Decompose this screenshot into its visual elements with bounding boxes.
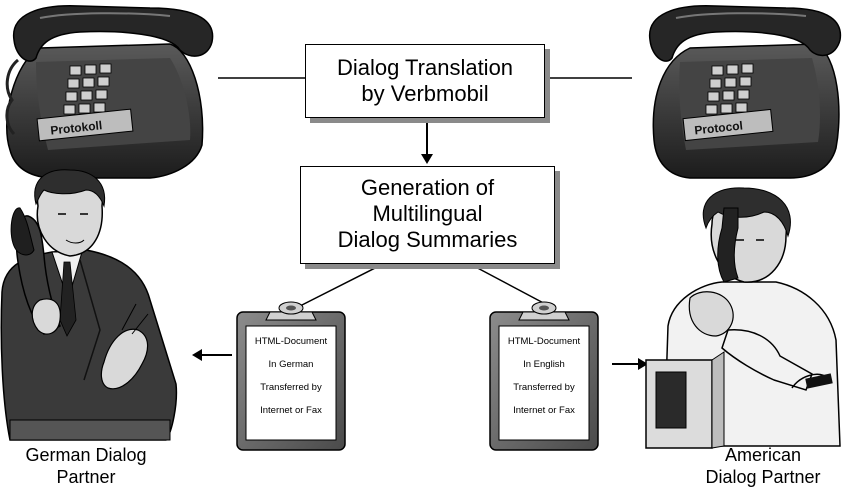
german-man-icon — [0, 169, 178, 441]
arrow-head-down — [421, 154, 433, 164]
caption-american-partner: American Dialog Partner — [688, 444, 838, 488]
generation-box-line1: Generation of — [360, 175, 495, 200]
doc-german-line1: HTML-Document — [254, 336, 328, 347]
translation-box-line1: Dialog Translation — [336, 55, 514, 80]
american-man-icon — [645, 187, 841, 449]
translation-box: Dialog Translation by Verbmobil — [305, 44, 545, 118]
doc-english-line2: In English — [523, 359, 565, 370]
doc-english-line1: HTML-Document — [507, 336, 581, 347]
arrow-head-right — [638, 358, 648, 370]
caption-german-line1: German Dialog — [25, 445, 147, 465]
telephone-right-icon: Protocol — [649, 5, 842, 179]
doc-english-line3: Transferred by — [513, 382, 575, 393]
translation-box-line2: by Verbmobil — [361, 81, 489, 106]
doc-german-line3: Transferred by — [260, 382, 322, 393]
doc-german-line4: Internet or Fax — [260, 405, 322, 416]
caption-german-partner: German Dialog Partner — [0, 444, 172, 488]
doc-english-line4: Internet or Fax — [513, 405, 575, 416]
doc-german: HTML-Document In German Transferred by I… — [250, 330, 332, 422]
generation-box-line3: Dialog Summaries — [337, 227, 518, 252]
line-generation-to-german-doc — [297, 263, 384, 308]
clipboard-english-icon — [489, 301, 599, 451]
telephone-left-icon: Protokoll — [5, 5, 214, 179]
generation-box-line2: Multilingual — [372, 201, 483, 226]
caption-american-line2: Dialog Partner — [705, 467, 821, 487]
caption-german-line2: Partner — [56, 467, 116, 487]
clipboard-german-icon — [236, 301, 346, 451]
arrow-head-left — [192, 349, 202, 361]
generation-box: Generation of Multilingual Dialog Summar… — [300, 166, 555, 264]
doc-german-line2: In German — [268, 359, 314, 370]
caption-american-line1: American — [724, 445, 802, 465]
line-generation-to-english-doc — [469, 263, 552, 308]
plate-protocol: Protocol — [694, 118, 744, 137]
doc-english: HTML-Document In English Transferred by … — [503, 330, 585, 422]
plate-protokoll: Protokoll — [50, 118, 103, 137]
